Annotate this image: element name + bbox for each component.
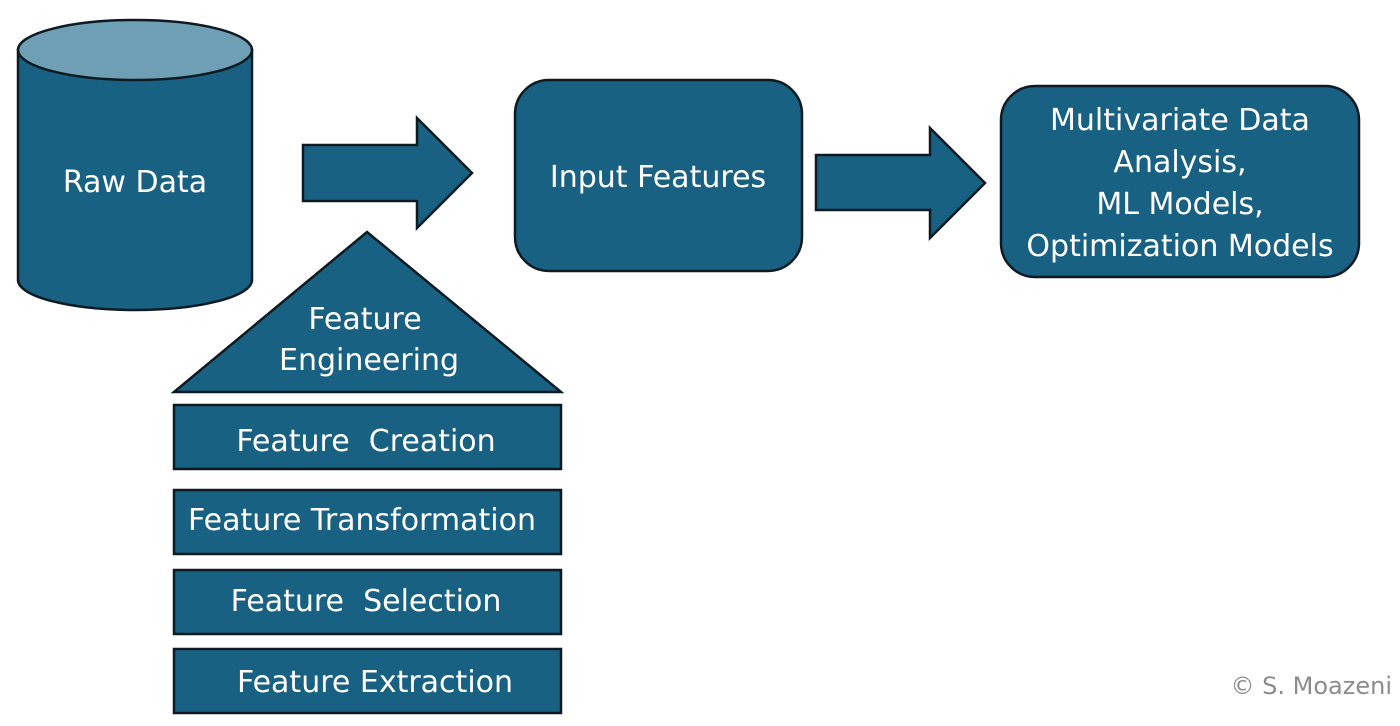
copyright-notice: © S. Moazeni <box>1230 672 1392 700</box>
input-features-box: Input Features <box>513 78 804 273</box>
raw-data-cylinder: Raw Data <box>16 18 254 312</box>
feature-layer-creation: Feature Creation <box>172 403 563 471</box>
feature-engineering-roof: Feature Engineering <box>170 230 565 394</box>
analysis-line-1: Multivariate Data <box>1050 103 1310 138</box>
raw-data-label: Raw Data <box>63 165 207 200</box>
feature-layer-label: Feature Transformation <box>188 503 536 538</box>
feature-layer-label: Feature Extraction <box>237 665 513 700</box>
analysis-line-4: Optimization Models <box>1026 229 1333 264</box>
feature-layer-transformation: Feature Transformation <box>172 488 563 556</box>
analysis-line-2: Analysis, <box>1113 145 1246 180</box>
feature-layer-selection: Feature Selection <box>172 568 563 636</box>
cylinder-top <box>16 18 254 82</box>
feature-engineering-title-line-1: Feature <box>308 302 421 337</box>
arrow-raw-to-input <box>301 114 474 232</box>
cylinder-body <box>16 48 254 312</box>
feature-layer-extraction: Feature Extraction <box>172 647 563 715</box>
arrow-input-to-analysis <box>814 124 987 242</box>
analysis-line-3: ML Models, <box>1096 187 1263 222</box>
analysis-box: Multivariate Data Analysis, ML Models, O… <box>999 84 1361 279</box>
feature-layer-label: Feature Creation <box>236 424 495 459</box>
feature-engineering-title-line-2: Engineering <box>279 343 459 378</box>
input-features-label: Input Features <box>550 160 766 195</box>
feature-layer-label: Feature Selection <box>231 584 502 619</box>
